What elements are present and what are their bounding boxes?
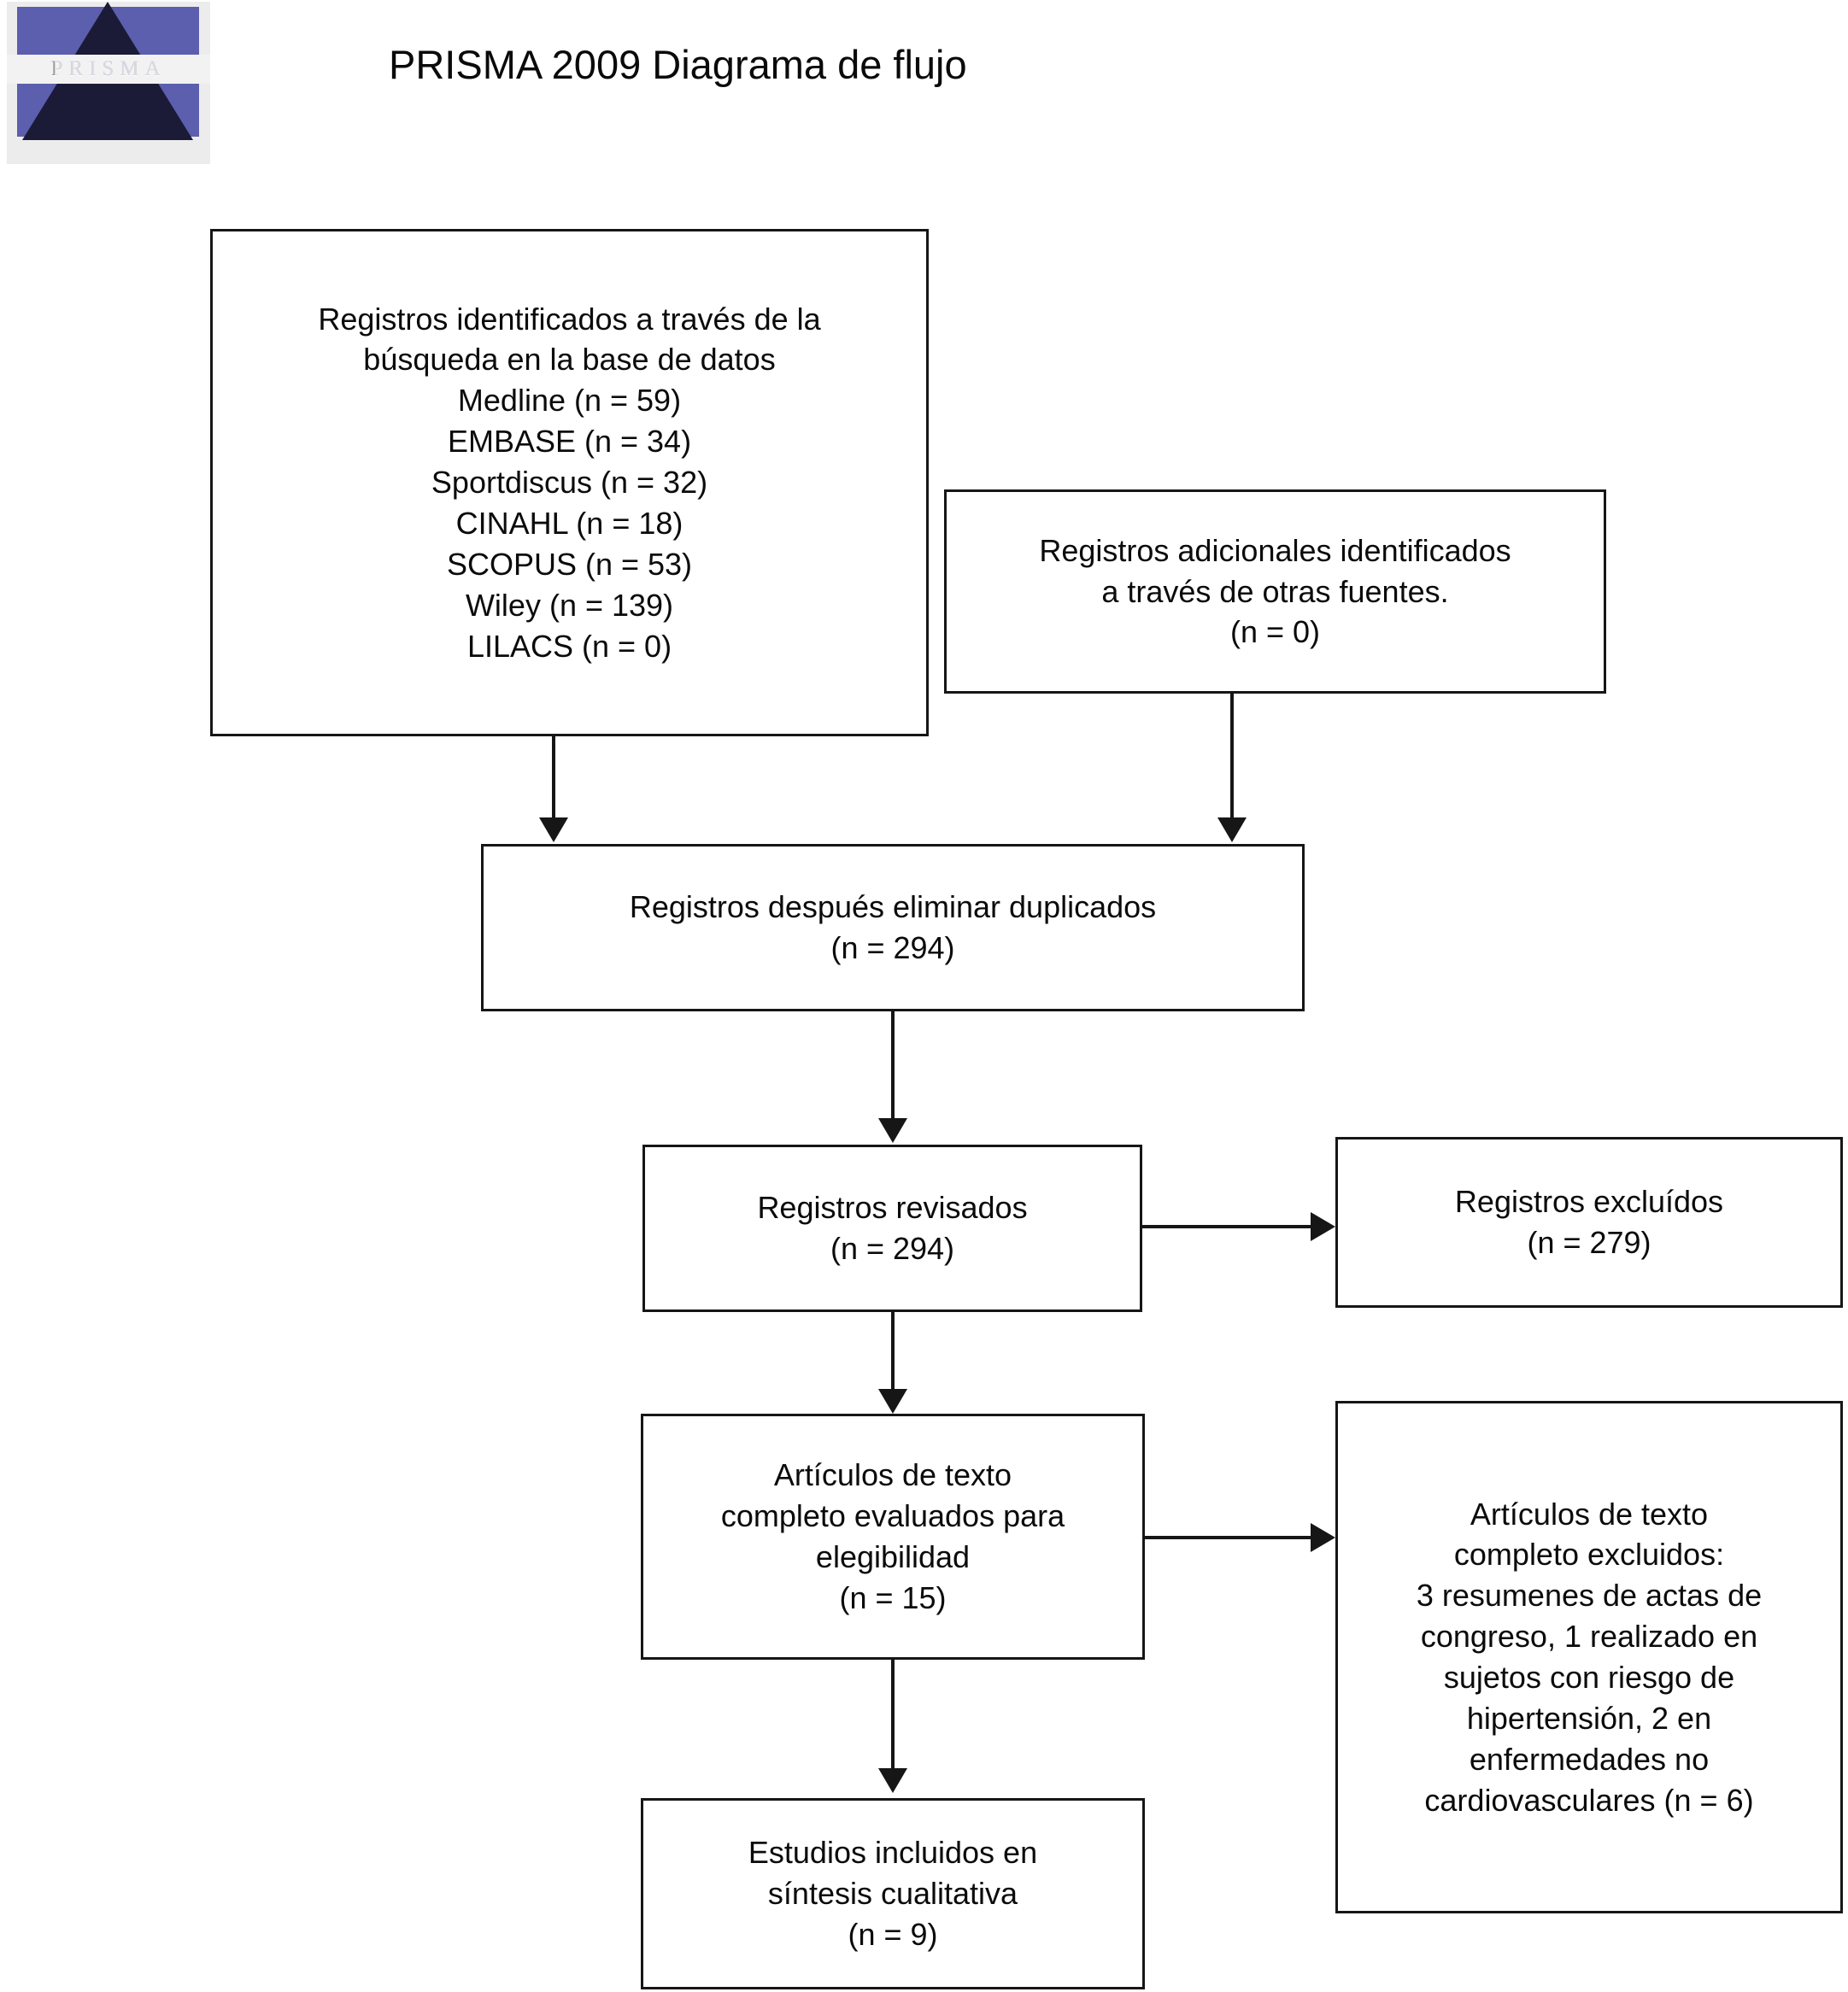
box-line: EMBASE (n = 34) xyxy=(447,424,692,460)
box-line: Registros excluídos xyxy=(1454,1184,1724,1220)
box-line: 3 resumenes de actas de xyxy=(1416,1578,1763,1614)
box-line: enfermedades no xyxy=(1469,1741,1710,1777)
connector-eligibility-to-included-line xyxy=(891,1660,895,1771)
box-line: (n = 294) xyxy=(830,1231,955,1266)
box-line: Estudios incluidos en xyxy=(748,1835,1038,1871)
box-line: hipertensión, 2 en xyxy=(1466,1700,1712,1736)
box-line: Registros después eliminar duplicados xyxy=(629,889,1157,925)
box-records-excluded: Registros excluídos (n = 279) xyxy=(1335,1137,1843,1308)
box-records-screened: Registros revisados (n = 294) xyxy=(642,1145,1142,1312)
connector-other-to-duplicates-line xyxy=(1230,694,1234,820)
box-line: sujetos con riesgo de xyxy=(1443,1660,1735,1695)
box-line: Artículos de texto xyxy=(1470,1496,1709,1532)
box-line: (n = 279) xyxy=(1527,1225,1651,1260)
box-line: Registros adicionales identificados xyxy=(1039,532,1511,568)
box-line: a través de otras fuentes. xyxy=(1101,573,1449,609)
box-line: CINAHL (n = 18) xyxy=(455,505,683,541)
connector-eligibility-to-excluded-line xyxy=(1145,1536,1313,1539)
box-line: síntesis cualitativa xyxy=(767,1876,1018,1912)
connector-screened-to-eligibility-line xyxy=(891,1312,895,1392)
box-full-text-excluded: Artículos de texto completo excluidos: 3… xyxy=(1335,1401,1843,1913)
box-line: Sportdiscus (n = 32) xyxy=(431,465,708,501)
box-line: Registros identificados a través de la xyxy=(318,301,821,337)
connector-duplicates-to-screened-line xyxy=(891,1011,895,1121)
box-line: Artículos de texto xyxy=(773,1457,1012,1493)
box-line: completo evaluados para xyxy=(720,1498,1065,1534)
connector-db-to-duplicates-arrow-icon xyxy=(539,817,568,842)
box-line: Registros revisados xyxy=(757,1190,1028,1226)
box-line: Medline (n = 59) xyxy=(457,383,682,419)
box-line: completo excluidos: xyxy=(1453,1537,1725,1573)
box-line: LILACS (n = 0) xyxy=(466,628,672,664)
box-line: (n = 294) xyxy=(830,930,955,965)
box-records-after-duplicates-removed: Registros después eliminar duplicados (n… xyxy=(481,844,1305,1011)
box-full-text-assessed-eligibility: Artículos de texto completo evaluados pa… xyxy=(641,1414,1145,1660)
connector-screened-to-excluded-line xyxy=(1142,1225,1313,1228)
box-line: (n = 0) xyxy=(1229,614,1321,650)
prisma-logo: PRISMA PRISMA xyxy=(7,2,210,164)
connector-screened-to-eligibility-arrow-icon xyxy=(878,1389,907,1414)
box-records-identified-database: Registros identificados a través de la b… xyxy=(210,229,929,736)
prisma-logo-band xyxy=(7,55,210,84)
connector-eligibility-to-included-arrow-icon xyxy=(878,1768,907,1793)
box-studies-included-qualitative-synthesis: Estudios incluidos en síntesis cualitati… xyxy=(641,1798,1145,1989)
box-line: SCOPUS (n = 53) xyxy=(446,546,693,582)
connector-other-to-duplicates-arrow-icon xyxy=(1217,817,1247,842)
box-line: elegibilidad xyxy=(815,1539,971,1574)
connector-db-to-duplicates-line xyxy=(552,736,555,820)
box-line: Wiley (n = 139) xyxy=(465,587,674,623)
page-title: PRISMA 2009 Diagrama de flujo xyxy=(389,42,967,87)
box-line: (n = 9) xyxy=(848,1916,938,1952)
box-records-identified-other-sources: Registros adicionales identificados a tr… xyxy=(944,489,1606,694)
box-line: congreso, 1 realizado en xyxy=(1420,1619,1758,1655)
prisma-logo-wordmark: PRISMA xyxy=(50,57,167,80)
connector-duplicates-to-screened-arrow-icon xyxy=(878,1118,907,1143)
box-line: búsqueda en la base de datos xyxy=(363,342,776,378)
connector-screened-to-excluded-arrow-icon xyxy=(1311,1212,1335,1241)
box-line: (n = 15) xyxy=(839,1579,947,1615)
connector-eligibility-to-excluded-arrow-icon xyxy=(1311,1523,1335,1552)
box-line: cardiovasculares (n = 6) xyxy=(1424,1782,1754,1818)
